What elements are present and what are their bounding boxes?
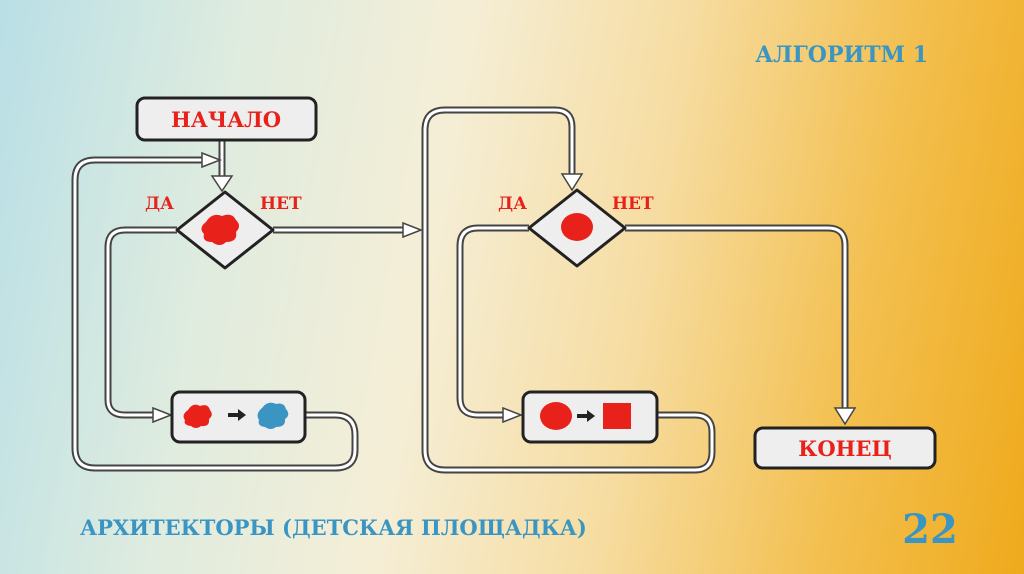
red-circle-icon — [540, 402, 572, 430]
decision-1: ДА НЕТ — [145, 190, 302, 270]
blue-blob-icon — [257, 402, 289, 429]
arrowheads — [152, 151, 857, 426]
footer-caption: АРХИТЕКТОРЫ (ДЕТСКАЯ ПЛОЩАДКА) — [80, 515, 587, 540]
decision-2-yes-label: ДА — [498, 194, 527, 214]
red-blob-icon — [201, 214, 239, 245]
arrow-right-icon — [228, 409, 246, 421]
arrow-right-icon — [577, 410, 595, 422]
decision-2-no-label: НЕТ — [612, 194, 654, 214]
red-blob-icon — [183, 404, 212, 428]
page-title: АЛГОРИТМ 1 — [755, 42, 928, 68]
red-circle-icon — [561, 213, 593, 241]
decision-2: ДА НЕТ — [498, 188, 654, 268]
decision-1-no-label: НЕТ — [260, 194, 302, 214]
start-node: НАЧАЛО — [135, 96, 318, 142]
decision-1-yes-label: ДА — [145, 194, 174, 214]
start-label: НАЧАЛО — [171, 107, 281, 132]
end-label: КОНЕЦ — [798, 436, 892, 461]
red-square-icon — [603, 403, 631, 429]
action-2 — [521, 390, 659, 444]
action-1 — [170, 390, 307, 444]
end-node: КОНЕЦ — [753, 426, 937, 470]
page-number: 22 — [902, 506, 958, 553]
